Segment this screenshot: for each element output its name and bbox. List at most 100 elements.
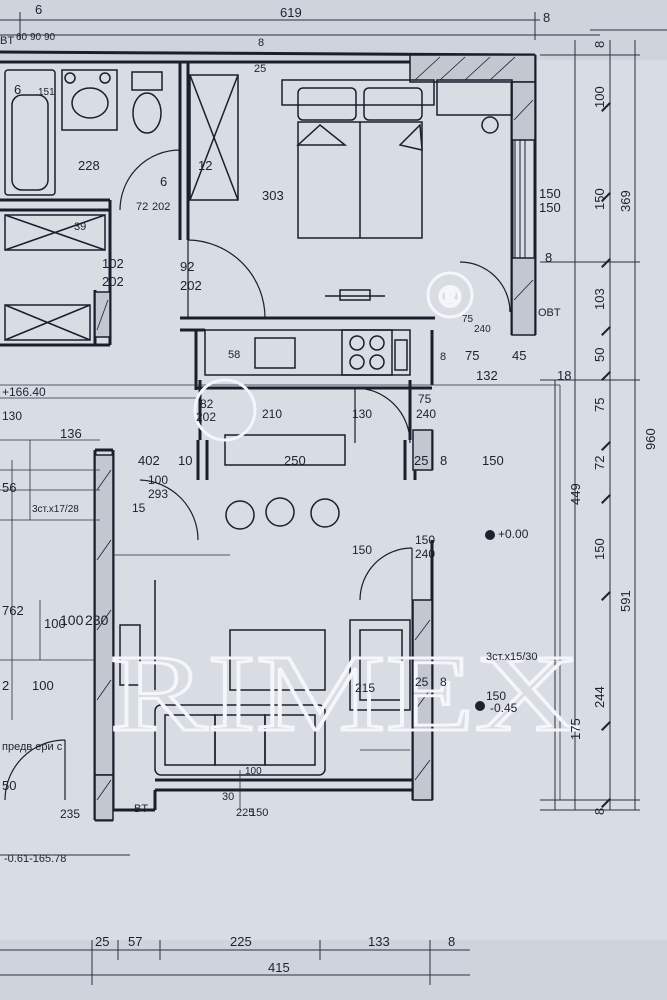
label-window-side: 8 bbox=[545, 250, 552, 265]
watermark: ® RIMEX bbox=[109, 271, 582, 756]
label-right-75: 75 bbox=[592, 398, 607, 412]
label-wardrobe-230: 230 bbox=[85, 612, 109, 628]
watermark-registered-mark: ® bbox=[439, 280, 462, 313]
label-door-92-a: 92 bbox=[180, 259, 194, 274]
bedroom-furniture bbox=[281, 79, 513, 301]
label-window-2: 150 bbox=[539, 200, 561, 215]
label-kitchen-door-1: 82 bbox=[200, 397, 214, 411]
label-bottom-225-2: 150 bbox=[250, 807, 268, 819]
label-right-25: 25 bbox=[415, 675, 429, 689]
label-left-text: предв ери с bbox=[2, 741, 63, 753]
label-left-762: 762 bbox=[2, 603, 24, 618]
label-right-150: 150 bbox=[486, 689, 506, 703]
kitchen-units bbox=[204, 329, 411, 376]
door-swings bbox=[4, 149, 511, 801]
watermark-brand: RIMEX bbox=[110, 632, 580, 754]
label-bottom-30: 30 bbox=[222, 791, 234, 803]
label-bottom-25: 25 bbox=[95, 934, 109, 949]
label-right-8-bottom: 8 bbox=[592, 808, 607, 815]
label-bath-width: 228 bbox=[78, 158, 100, 173]
label-right-215: 215 bbox=[355, 681, 375, 695]
label-bottom-100: 100 bbox=[245, 766, 262, 777]
label-kitchen-58: 58 bbox=[228, 349, 240, 361]
label-living-door-2: 293 bbox=[148, 487, 168, 501]
right-chain-labels: 8 100 150 103 50 75 72 150 244 175 8 369… bbox=[568, 41, 658, 815]
label-right-50: 50 bbox=[592, 348, 607, 362]
label-left-2: 2 bbox=[2, 678, 9, 693]
label-bath-small-1: 6 bbox=[160, 174, 167, 189]
toilet bbox=[132, 92, 162, 134]
label-left-50: 50 bbox=[2, 778, 16, 793]
label-right-244: 244 bbox=[592, 686, 607, 708]
label-living-15: 15 bbox=[132, 501, 146, 515]
label-bath-dim-3: 90 bbox=[44, 32, 56, 43]
label-right-100: 100 bbox=[592, 86, 607, 108]
hatch-lines bbox=[96, 56, 534, 801]
label-right-369: 369 bbox=[618, 190, 633, 212]
label-right-591: 591 bbox=[618, 590, 633, 612]
label-balcony-45: 45 bbox=[512, 348, 526, 363]
label-elevation-left: +166.40 bbox=[2, 385, 46, 399]
label-right-449: 449 bbox=[568, 483, 583, 505]
label-bt-right: OBT bbox=[538, 307, 561, 319]
label-elevation-bottom: -0.61-165.78 bbox=[4, 853, 66, 865]
label-right-8: 8 bbox=[440, 675, 447, 689]
top-dimension-lines bbox=[0, 12, 667, 40]
counter bbox=[224, 434, 346, 466]
label-balcony-door-1: 75 bbox=[418, 392, 432, 406]
shower bbox=[189, 74, 239, 201]
label-left-136: 136 bbox=[60, 426, 82, 441]
label-living-door-1: 100 bbox=[148, 473, 168, 487]
label-closet: 39 bbox=[74, 221, 86, 233]
label-right-960: 960 bbox=[643, 428, 658, 450]
label-bottom-total: 415 bbox=[268, 960, 290, 975]
dimension-labels: 6 619 8 BT OBT BT 60 90 90 6 151 228 72 … bbox=[0, 2, 571, 975]
label-right-8-top: 8 bbox=[592, 41, 607, 48]
label-right-175: 175 bbox=[568, 718, 583, 740]
label-left-130: 130 bbox=[2, 409, 22, 423]
right-dim-ticks bbox=[601, 102, 611, 808]
label-bottom-8: 8 bbox=[448, 934, 455, 949]
label-bath-small-2: 12 bbox=[198, 158, 212, 173]
label-bt-top-left: BT bbox=[0, 35, 14, 47]
label-left-56: 56 bbox=[2, 480, 16, 495]
label-living-8: 8 bbox=[440, 453, 447, 468]
sink bbox=[71, 87, 109, 119]
label-left-stairs: 3ст.х17/28 bbox=[32, 504, 79, 515]
label-door-102-a: 102 bbox=[102, 256, 124, 271]
label-living-150: 150 bbox=[482, 453, 504, 468]
label-top-total: 619 bbox=[280, 5, 302, 20]
label-bottom-235: 235 bbox=[60, 807, 80, 821]
label-left-100: 100 bbox=[44, 616, 66, 631]
label-balcony-75b: 75 bbox=[462, 314, 474, 325]
label-bedroom-top-1: 25 bbox=[254, 63, 266, 75]
label-balcony-18: 18 bbox=[557, 368, 571, 383]
label-kitchen-130: 130 bbox=[352, 407, 372, 421]
label-balcony-door-2: 240 bbox=[416, 407, 436, 421]
label-window-1: 150 bbox=[539, 186, 561, 201]
elevation-markers bbox=[475, 530, 495, 711]
label-living-10: 10 bbox=[178, 453, 192, 468]
label-bottom-57: 57 bbox=[128, 934, 142, 949]
label-elevation-main: +0.00 bbox=[498, 527, 529, 541]
label-bath-dim-2: 90 bbox=[30, 32, 42, 43]
label-living-250: 250 bbox=[284, 453, 306, 468]
stove bbox=[341, 329, 393, 376]
label-balcony-75: 75 bbox=[465, 348, 479, 363]
coffee-table bbox=[229, 629, 326, 691]
auxiliary-lines bbox=[0, 384, 561, 810]
label-balcony-132: 132 bbox=[476, 368, 498, 383]
living-furniture bbox=[119, 434, 411, 776]
label-stairs-right: 3ст.х15/30 bbox=[486, 651, 538, 663]
label-right-103: 103 bbox=[592, 288, 607, 310]
label-kitchen-210: 210 bbox=[262, 407, 282, 421]
label-bath-dim-1: 60 bbox=[16, 32, 28, 43]
label-living-25: 25 bbox=[414, 453, 428, 468]
label-bath-inner-1: 6 bbox=[14, 82, 21, 97]
label-door-150-1: 150 bbox=[415, 533, 435, 547]
tv-unit bbox=[119, 624, 141, 686]
label-top-corner: 8 bbox=[543, 10, 550, 25]
label-door-92-b: 202 bbox=[180, 278, 202, 293]
label-top-partial: 6 bbox=[35, 2, 42, 17]
